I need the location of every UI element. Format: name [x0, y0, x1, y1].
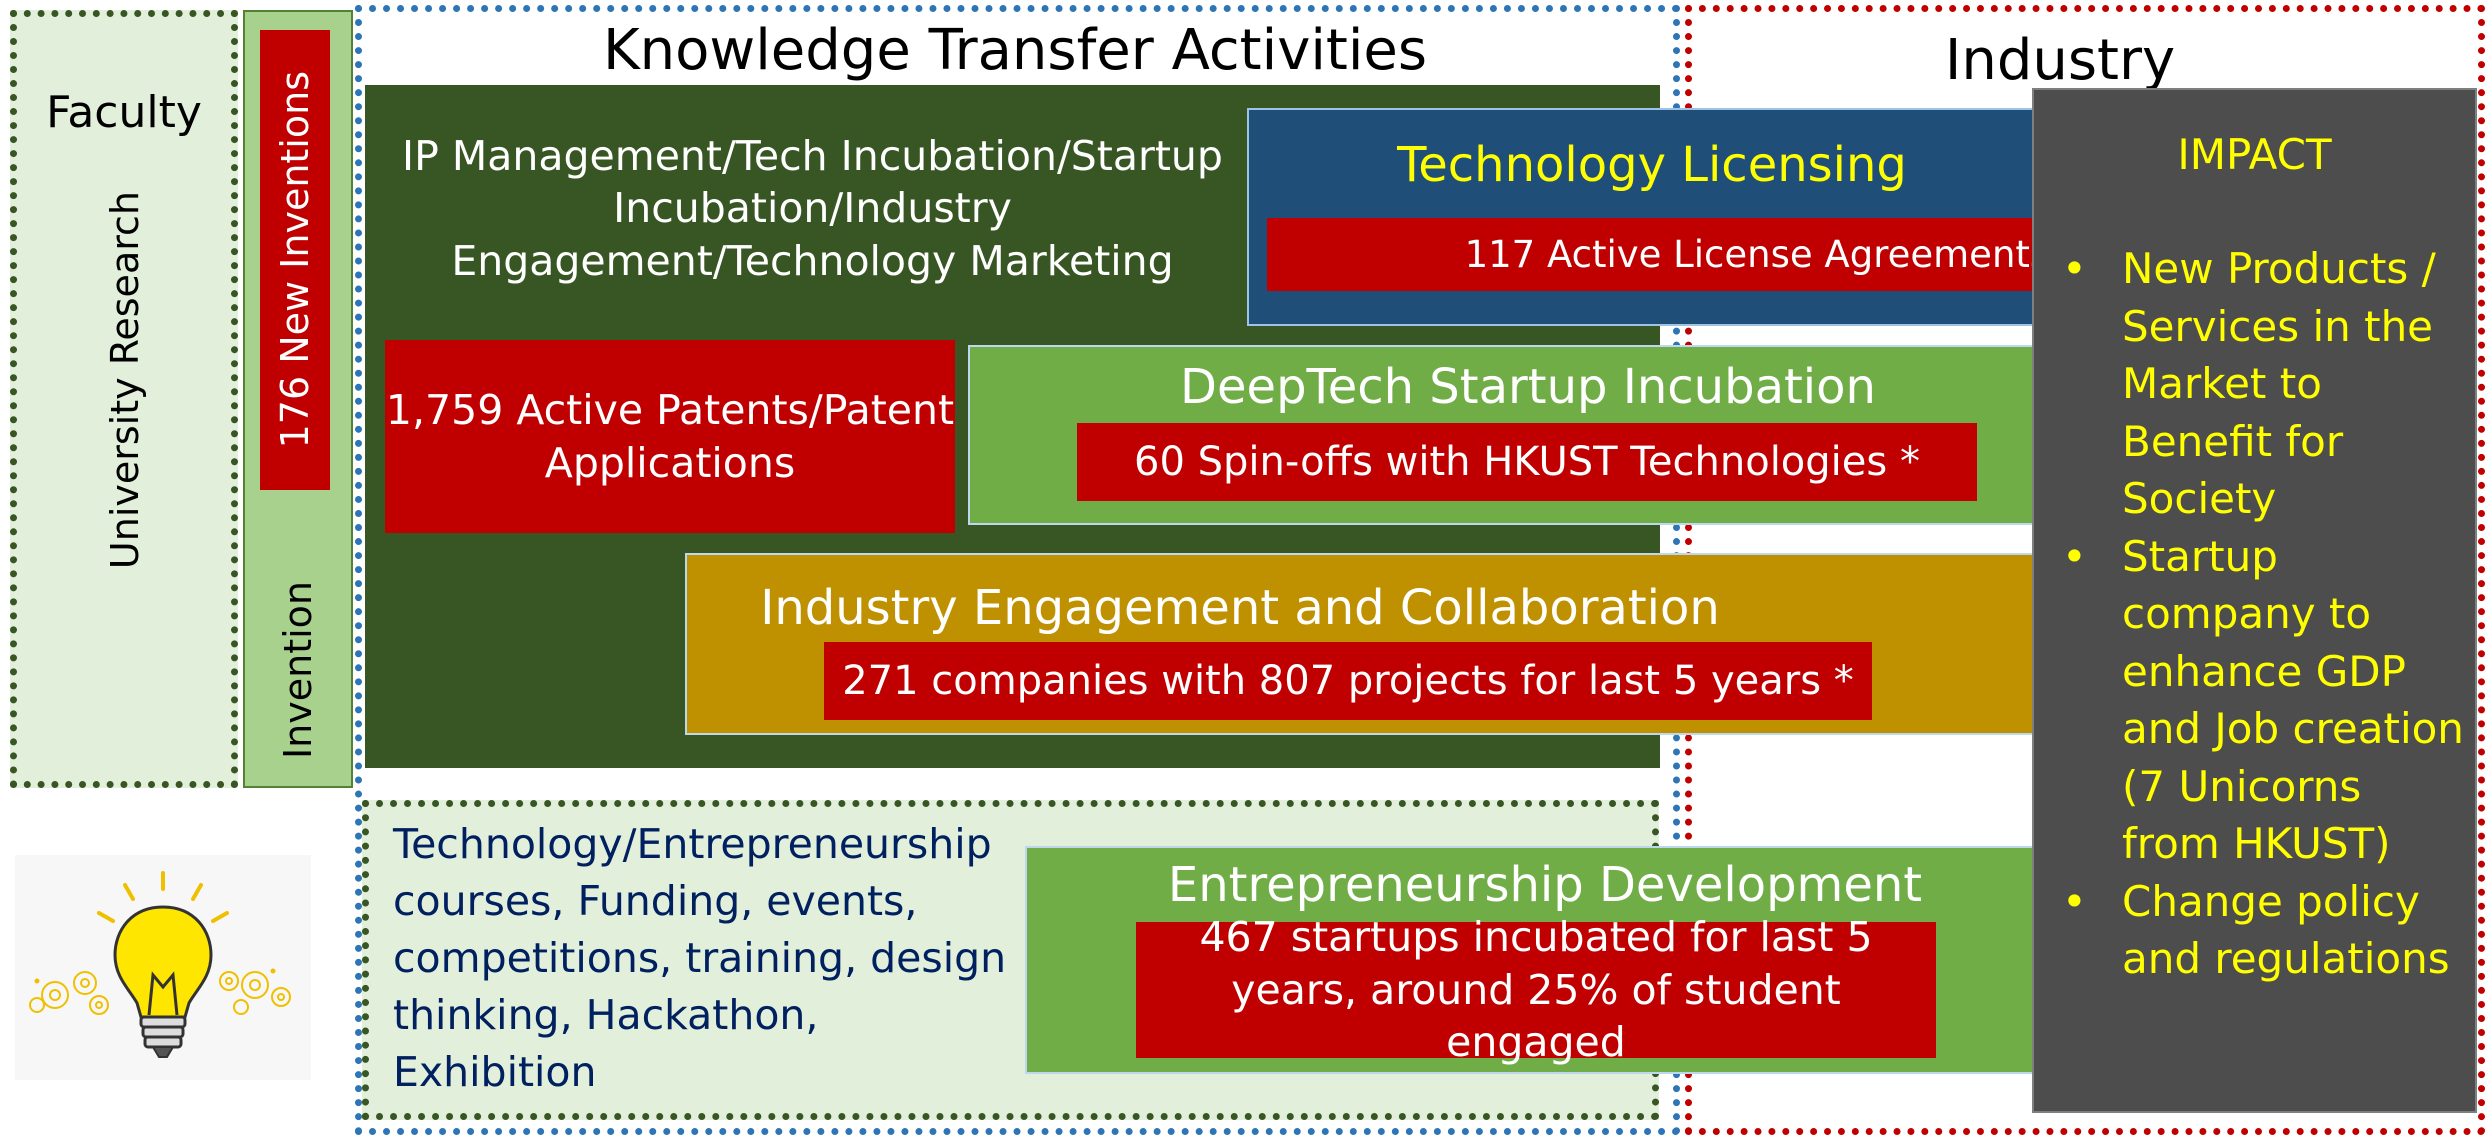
- university-research-label-wrap: University Research: [75, 160, 175, 600]
- impact-item-text: Change policy and regulations: [2122, 876, 2450, 984]
- bullet-icon: •: [2062, 244, 2087, 293]
- invention-label: Invention: [276, 580, 320, 760]
- impact-list: • New Products / Services in the Market …: [2062, 240, 2472, 988]
- impact-panel: [2032, 88, 2477, 1113]
- knowledge-transfer-title: Knowledge Transfer Activities: [602, 18, 1428, 83]
- spin-offs-badge: 60 Spin-offs with HKUST Technologies *: [1077, 423, 1977, 501]
- impact-item-text: Startup company to enhance GDP and Job c…: [2122, 531, 2464, 869]
- lightbulb-with-gears-icon: [15, 855, 311, 1080]
- impact-item-policy: • Change policy and regulations: [2062, 873, 2472, 988]
- impact-title: IMPACT: [2177, 130, 2332, 179]
- entrepreneurship-courses-text: Technology/Entrepreneurship courses, Fun…: [393, 820, 1007, 1096]
- impact-item-startups: • Startup company to enhance GDP and Job…: [2062, 528, 2472, 873]
- impact-item-products: • New Products / Services in the Market …: [2062, 240, 2472, 528]
- ip-management-text: IP Management/Tech Incubation/Startup In…: [402, 132, 1223, 285]
- deeptech-title: DeepTech Startup Incubation: [1180, 359, 1876, 415]
- entrepreneurship-development-title: Entrepreneurship Development: [1167, 857, 1923, 913]
- active-patents-badge: 1,759 Active Patents/Patent Applications: [385, 340, 955, 533]
- industry-engagement-title: Industry Engagement and Collaboration: [760, 580, 1720, 636]
- companies-projects-badge: 271 companies with 807 projects for last…: [824, 642, 1872, 720]
- impact-item-text: New Products / Services in the Market to…: [2122, 244, 2436, 523]
- technology-licensing-title: Technology Licensing: [1397, 137, 1907, 193]
- new-inventions-badge: 176 New Inventions: [260, 30, 330, 490]
- bullet-icon: •: [2062, 876, 2087, 926]
- faculty-title: Faculty: [46, 87, 202, 138]
- university-research-label: University Research: [103, 190, 147, 570]
- startups-incubated-badge: 467 startups incubated for last 5 years,…: [1136, 913, 1936, 1066]
- faculty-column: [10, 10, 238, 788]
- new-inventions-label: 176 New Inventions: [273, 71, 317, 449]
- bullet-icon: •: [2062, 531, 2087, 581]
- industry-title: Industry: [1944, 28, 2176, 93]
- invention-label-wrap: Invention: [255, 570, 341, 770]
